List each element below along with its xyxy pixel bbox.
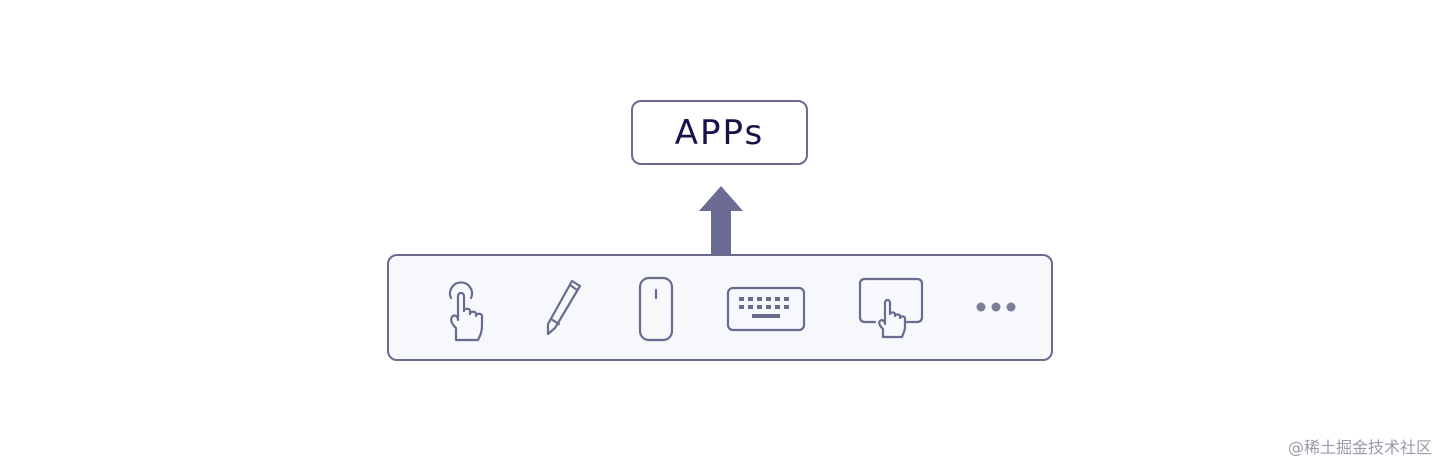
keyboard-icon: [726, 286, 806, 332]
watermark: @稀土掘金技术社区: [1287, 438, 1432, 457]
apps-label: APPs: [674, 112, 765, 153]
mouse-icon: [638, 276, 674, 342]
pen-icon: [546, 279, 582, 336]
touch-icon: [448, 281, 484, 342]
apps-box: APPs: [631, 100, 808, 165]
input-methods-bar: [387, 254, 1053, 361]
more-icon: [976, 302, 1016, 312]
touchpad-icon: [858, 277, 924, 339]
up-arrow: [699, 186, 743, 256]
